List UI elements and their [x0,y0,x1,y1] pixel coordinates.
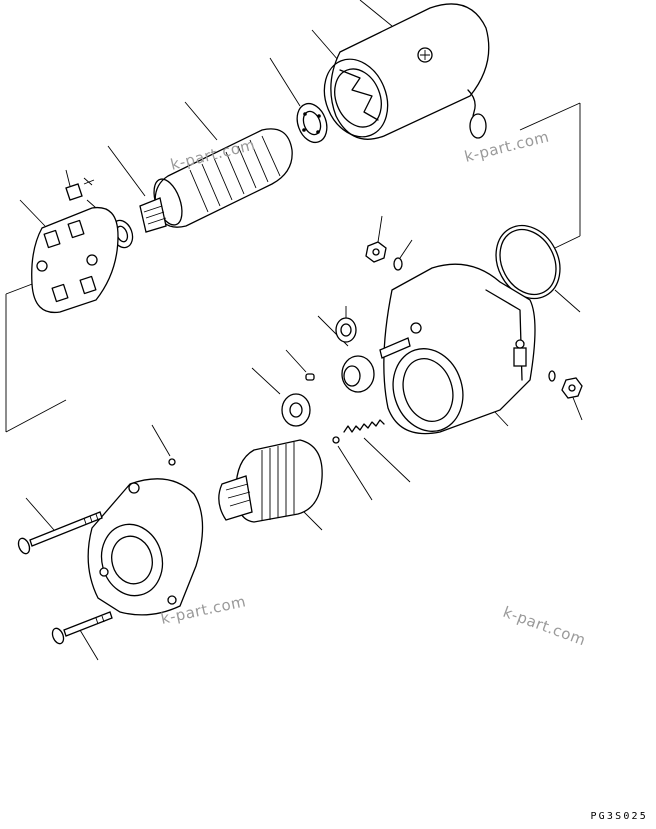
small-pin [168,458,176,466]
idler-gear [341,355,375,393]
clutch-assembly [218,439,323,523]
through-bolt-upper [17,511,103,555]
terminal-nut [548,370,583,399]
through-bolt-lower [51,611,113,645]
watermark-text: k-part.com [501,603,589,650]
armature [139,128,293,233]
brush-holder [31,206,119,314]
ball [332,436,340,444]
front-housing [87,478,204,616]
leader-lines [5,0,583,661]
o-ring [495,224,561,300]
roller [305,373,315,381]
retainer [281,393,311,427]
shaft-pin [379,337,411,359]
pinion-gear-small [335,317,357,343]
solenoid-housing [383,263,536,435]
nut-and-washer [365,241,403,271]
retaining-clip [65,179,95,201]
yoke-housing [323,3,490,140]
bearing [296,102,328,144]
drawing-code: PG3S025 [590,811,648,822]
spring [343,419,385,433]
